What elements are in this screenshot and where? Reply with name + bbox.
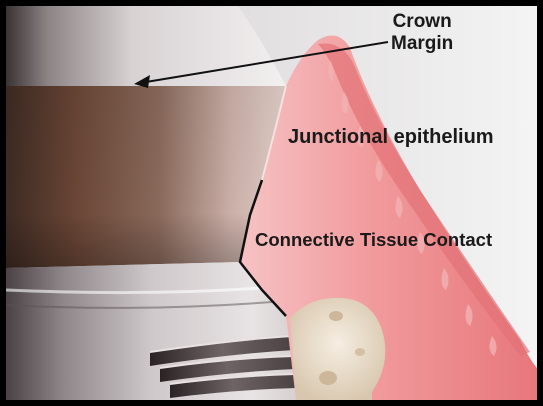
crown-upper	[6, 6, 286, 86]
junctional-epithelium-label: Junctional epithelium	[288, 126, 494, 149]
connective-tissue-contact-label: Connective Tissue Contact	[255, 229, 492, 250]
crown-margin-label-line2: Margin	[391, 33, 453, 55]
crown-margin-label-line1: Crown	[391, 11, 453, 33]
crown-margin-label: Crown Margin	[391, 11, 453, 55]
